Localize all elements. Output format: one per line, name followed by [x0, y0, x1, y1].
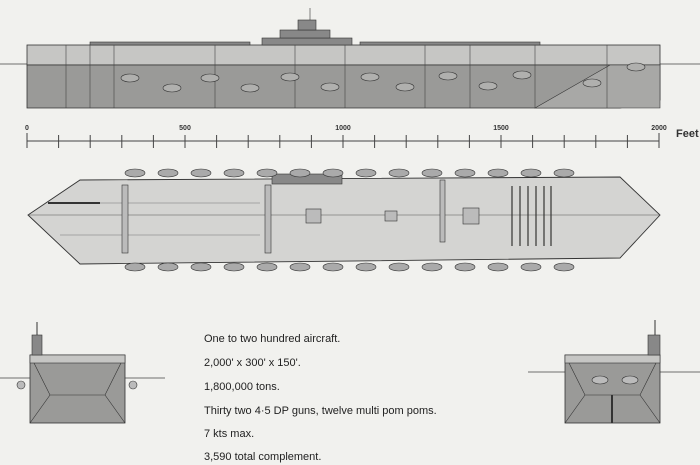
- arrester-wires: [511, 186, 552, 246]
- hangar-port: [395, 82, 415, 92]
- gun-sponson: [553, 262, 575, 272]
- hangar-port: [582, 78, 602, 88]
- spec-dimensions: 2,000' x 300' x 150'.: [204, 357, 301, 369]
- gun-sponson: [421, 262, 443, 272]
- hangar-port: [512, 70, 532, 80]
- gun-sponson: [454, 168, 476, 178]
- spec-speed: 7 kts max.: [204, 428, 255, 440]
- gun-sponson: [520, 168, 542, 178]
- gun-sponson: [421, 168, 443, 178]
- gun-sponson: [388, 262, 410, 272]
- plan-view: [27, 168, 661, 272]
- stern-end-view: [0, 322, 165, 424]
- gun-sponson: [256, 168, 278, 178]
- hangar-port: [162, 83, 182, 93]
- gun-sponson: [487, 262, 509, 272]
- hangar-port: [360, 72, 380, 82]
- scale-unit-label: Feet: [676, 128, 699, 140]
- spec-armament: Thirty two 4·5 DP guns, twelve multi pom…: [204, 405, 437, 417]
- gun-sponson: [388, 168, 410, 178]
- scale-label: 500: [179, 125, 191, 132]
- gun-sponson: [322, 168, 344, 178]
- gun-sponson: [355, 168, 377, 178]
- gun-sponson: [289, 262, 311, 272]
- gun-sponson: [157, 262, 179, 272]
- hangar-port: [478, 81, 498, 91]
- scale-label: 2000: [651, 125, 667, 132]
- scale-label: 0: [25, 125, 29, 132]
- side-elevation: [0, 8, 700, 109]
- gun-sponson: [223, 262, 245, 272]
- hangar-port: [626, 62, 646, 72]
- gun-sponson: [157, 168, 179, 178]
- scale-bar: 0 500 1000 1500 2000: [25, 125, 667, 148]
- gun-sponson: [355, 262, 377, 272]
- hangar-port: [120, 73, 140, 83]
- gun-sponson: [256, 262, 278, 272]
- elevators: [121, 173, 480, 254]
- gun-sponson: [322, 262, 344, 272]
- hangar-port: [200, 73, 220, 83]
- hangar-port: [240, 83, 260, 93]
- bow-end-view: [528, 320, 700, 424]
- gun-sponson: [223, 168, 245, 178]
- spec-complement: 3,590 total complement.: [204, 451, 322, 463]
- hangar-port: [280, 72, 300, 82]
- spec-displacement: 1,800,000 tons.: [204, 381, 280, 393]
- gun-sponson: [553, 168, 575, 178]
- hangar-port: [320, 82, 340, 92]
- gun-sponson: [520, 262, 542, 272]
- gun-sponson: [124, 168, 146, 178]
- scale-label: 1000: [335, 125, 351, 132]
- gun-sponson: [190, 168, 212, 178]
- gun-sponson: [124, 262, 146, 272]
- spec-aircraft: One to two hundred aircraft.: [204, 333, 341, 345]
- hangar-port: [438, 71, 458, 81]
- gun-sponson: [454, 262, 476, 272]
- scale-label: 1500: [493, 125, 509, 132]
- gun-sponson: [487, 168, 509, 178]
- gun-sponson: [289, 168, 311, 178]
- gun-sponson: [190, 262, 212, 272]
- island-superstructure: [89, 8, 541, 46]
